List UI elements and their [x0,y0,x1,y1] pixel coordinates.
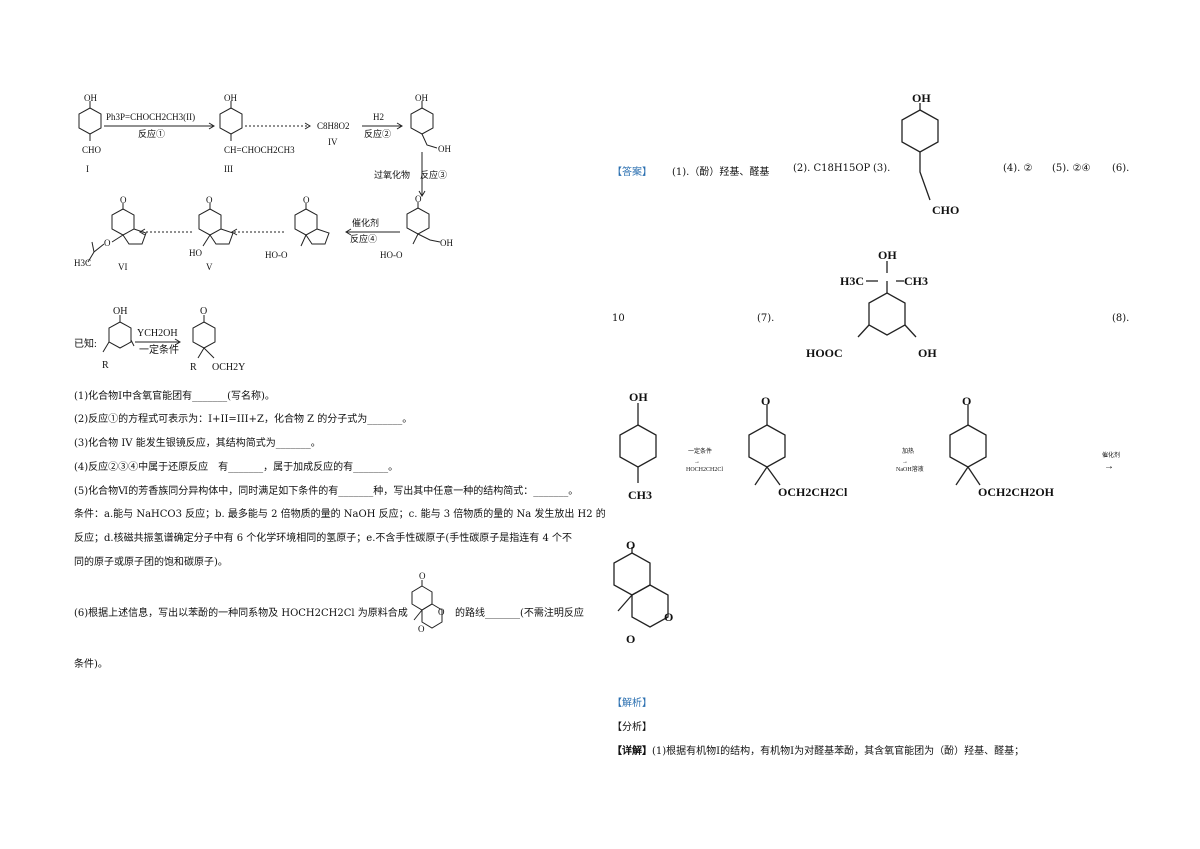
svg-text:→: → [902,459,908,465]
known-o: O [200,306,207,317]
ho-V: HO [189,248,202,258]
answer-3-structure: OH CHO [901,91,959,217]
hooh-5: HO-O [265,250,288,260]
xiangjie-tag: 【详解】 [612,746,652,757]
target-molecule-svg: O O O [411,571,445,634]
known-reaction-svg: 已知: OH R YCH2OH 一定条件 O R OCH2Y [74,306,245,373]
oh-4: OH [440,238,453,248]
r-o4: O [664,610,673,624]
known-reagent: YCH2OH [137,328,178,339]
known-side: OCH2Y [212,362,245,373]
answer-7-structure: OH H3C CH3 HOOC OH [806,248,937,360]
s3-cho: CHO [932,203,959,217]
r-ch3: CH3 [628,488,652,502]
answer-8-route: OH CH3 O OCH2CH2Cl O OCH2CH2OH O O O 一定条… [613,390,1120,646]
answer-tag: 【答案】 [612,167,652,178]
jiexi-tag: 【解析】 [612,698,652,709]
label-cmpd-III: III [224,164,233,174]
label-cmpd-IV: IV [328,137,338,147]
r-side2: OCH2CH2OH [978,485,1055,499]
answer-1: (1).（酚）羟基、醛基 [672,167,770,178]
s7-h3c: H3C [840,274,864,288]
fenxi-tag: 【分析】 [612,722,652,733]
reagent-1: Ph3P=CHOCH2CH3(II) [106,112,195,122]
r-o3: O [626,538,635,552]
question-5-conditions-a: 条件：a.能与 NaHCO3 反应；b. 最多能与 2 倍物质的量的 NaOH … [74,509,606,520]
side-III: CH=CHOCH2CH3 [224,145,295,155]
h3c-VI: H3C [74,258,91,268]
svg-text:→: → [694,459,700,465]
r-side1: OCH2CH2Cl [778,485,848,499]
svg-text:O: O [438,607,445,617]
known-oh: OH [113,306,127,317]
known-r2: R [190,362,197,373]
oh-2: OH [415,93,428,103]
svg-text:O: O [418,624,425,634]
oh-III: OH [224,93,237,103]
label-cmpd-I: I [86,164,89,174]
reagent-4: 催化剂 [352,217,379,228]
o-VI: O [120,195,127,205]
svg-text:→: → [1104,461,1114,472]
answer-8: (8). [1112,313,1130,324]
question-6b: 的路线_______(不需注明反应 [455,608,584,619]
r-o1: O [761,394,770,408]
cond3: 催化剂 [1102,451,1120,459]
s7-oh2: OH [918,346,937,360]
known-cond: 一定条件 [139,343,179,356]
answer-6-value: 10 [612,313,625,324]
step-1: 反应① [138,128,165,139]
label-cmpd-V: V [206,262,213,272]
answer-5: (5). ②④ [1052,163,1091,174]
r-oh: OH [629,390,648,404]
s7-ch3: CH3 [904,274,928,288]
cond2a: 加热 [902,447,914,455]
xiangjie-text: (1)根据有机物Ⅰ的结构，有机物Ⅰ为对醛基苯酚，其含氧官能团为（酚）羟基、醛基； [652,746,1025,757]
known-r: R [102,360,109,371]
o-V: O [206,195,213,205]
o-5: O [303,195,310,205]
question-5-conditions-c: 同的原子或原子团的饱和碳原子)。 [74,557,228,568]
synthesis-scheme-svg: OH CHO I Ph3P=CHOCH2CH3(II) 反应① OH CH=CH… [74,93,453,272]
question-5: (5)化合物Ⅵ的芳香族同分异构体中，同时满足如下条件的有_______种，写出其… [74,486,579,497]
hooh-4: HO-O [380,250,403,260]
cond2b: NaOH溶液 [896,465,924,473]
cond1a: 一定条件 [688,447,712,455]
o2-VI: O [104,238,111,248]
r-o2: O [962,394,971,408]
svg-text:O: O [419,571,426,581]
question-5-conditions-b: 反应；d.核磁共振氢谱确定分子中有 6 个化学环境相同的氢原子；e.不含手性碳原… [74,533,573,544]
step-3: 反应③ [420,169,447,180]
question-2: (2)反应①的方程式可表示为：I+II=III+Z，化合物 Z 的分子式为___… [74,414,413,425]
r-o5: O [626,632,635,646]
question-6c: 条件)。 [74,659,108,670]
question-1: (1)化合物Ⅰ中含氧官能团有_______(写名称)。 [74,391,275,402]
s7-oh: OH [878,248,897,262]
answer-3: (3). [873,163,891,174]
s3-oh: OH [912,91,931,105]
reagent-3: 过氧化物 [374,169,410,180]
reagent-2: H2 [373,112,384,122]
formula-IV: C8H8O2 [317,121,350,131]
answer-7: (7). [757,313,775,324]
s7-hooc: HOOC [806,346,843,360]
question-4: (4)反应②③④中属于还原反应 有_______，属于加成反应的有_______… [74,462,399,473]
step-4: 反应④ [350,233,377,244]
answer-6: (6). [1112,163,1130,174]
known-label: 已知: [74,337,97,350]
oh-3: OH [438,144,451,154]
o-4: O [415,194,422,204]
step-2: 反应② [364,128,391,139]
label-cmpd-VI: VI [118,262,128,272]
question-6: (6)根据上述信息，写出以苯酚的一种同系物及 HOCH2CH2Cl 为原料合成 [74,608,408,619]
cond1b: HOCH2CH2Cl [686,467,723,473]
answer-4: (4). ② [1003,163,1033,174]
oh-I: OH [84,93,97,103]
cho-I: CHO [82,145,102,155]
question-3: (3)化合物 IV 能发生银镜反应，其结构简式为_______。 [74,438,321,449]
answer-2: (2). C18H15OP [793,163,871,174]
